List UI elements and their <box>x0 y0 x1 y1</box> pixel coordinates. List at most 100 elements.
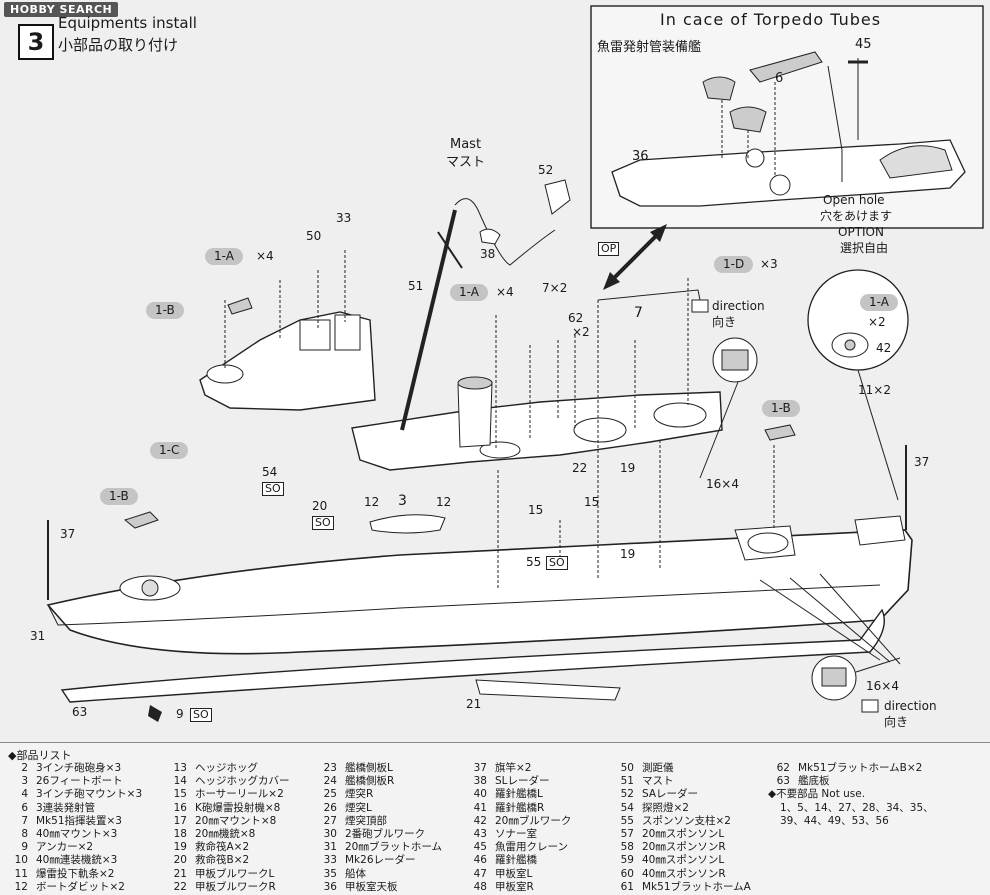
callout-1a-mid-qty: ×4 <box>496 285 514 299</box>
part-9: 9 <box>176 707 184 721</box>
callout-1b-top: 1-B <box>146 302 184 320</box>
part-16x4-bottom: 16×4 <box>866 679 899 693</box>
so-tag-20: SO <box>312 516 334 530</box>
callout-1d-qty: ×3 <box>760 257 778 271</box>
callout-1c: 1-C <box>150 442 189 460</box>
mast-label-en: Mast <box>450 137 482 152</box>
option-qty: ×2 <box>868 315 886 329</box>
option-callout-1a: 1-A <box>860 294 898 312</box>
inset-arrow <box>608 230 662 284</box>
step-number: 3 <box>27 28 45 56</box>
hull-outline <box>46 529 913 655</box>
direction-label-ja-bottom: 向き <box>884 715 909 729</box>
part-15-left: 15 <box>528 503 544 517</box>
unused-parts-line-1: 1、5、14、27、28、34、35、 <box>780 801 934 814</box>
part-50: 50 <box>306 229 322 243</box>
part-12-left: 12 <box>364 495 380 509</box>
op-tag: OP <box>598 242 620 256</box>
part-3: 3 <box>398 493 407 509</box>
part-33: 33 <box>336 211 352 225</box>
step-number-box: 3 <box>18 24 54 60</box>
unused-parts-line-2: 39、44、49、53、56 <box>780 814 889 827</box>
callout-1a-mid: 1-A <box>450 284 488 302</box>
callout-1a-top: 1-A <box>205 248 243 266</box>
inset-deck-part <box>611 139 966 207</box>
callout-1b-right: 1-B <box>762 400 800 418</box>
part-62: 62 <box>568 311 584 325</box>
part-31: 31 <box>30 629 46 643</box>
inset-title: In cace of Torpedo Tubes <box>660 10 882 29</box>
part-22: 22 <box>572 461 588 475</box>
so-tag-54: SO <box>262 482 284 496</box>
part-19-top: 19 <box>620 461 636 475</box>
so-tag-55: SO <box>546 556 568 570</box>
watermark-logo: HOBBY SEARCH <box>4 2 119 17</box>
so-tag-9: SO <box>190 708 212 722</box>
part-63: 63 <box>72 705 88 719</box>
part-15-right: 15 <box>584 495 600 509</box>
callout-1d: 1-D <box>714 256 754 274</box>
part-20: 20 <box>312 499 328 513</box>
inset-part-45: 45 <box>855 37 872 52</box>
part-52: 52 <box>538 163 554 177</box>
part-37-stern: 37 <box>914 455 930 469</box>
step-title-ja: 小部品の取り付け <box>58 36 179 54</box>
part-11x2: 11×2 <box>858 383 891 397</box>
deckhouse-top <box>351 391 723 471</box>
direction-label-en-top: direction <box>712 299 765 313</box>
motor-boat <box>369 514 446 534</box>
mast-label-ja: マスト <box>446 155 486 170</box>
open-hole-ja: 穴をあけます <box>820 209 893 223</box>
step-title-en: Equipments install <box>58 14 197 32</box>
inset-subtitle: 魚雷発射管装備艦 <box>597 40 702 55</box>
part-54: 54 <box>262 465 278 479</box>
callout-1a-top-qty: ×4 <box>256 249 274 263</box>
inset-part-36: 36 <box>632 149 649 164</box>
part-7x2: 7×2 <box>542 281 568 295</box>
part-62-qty: ×2 <box>572 325 590 339</box>
part-21: 21 <box>466 697 482 711</box>
part-7: 7 <box>634 305 643 321</box>
